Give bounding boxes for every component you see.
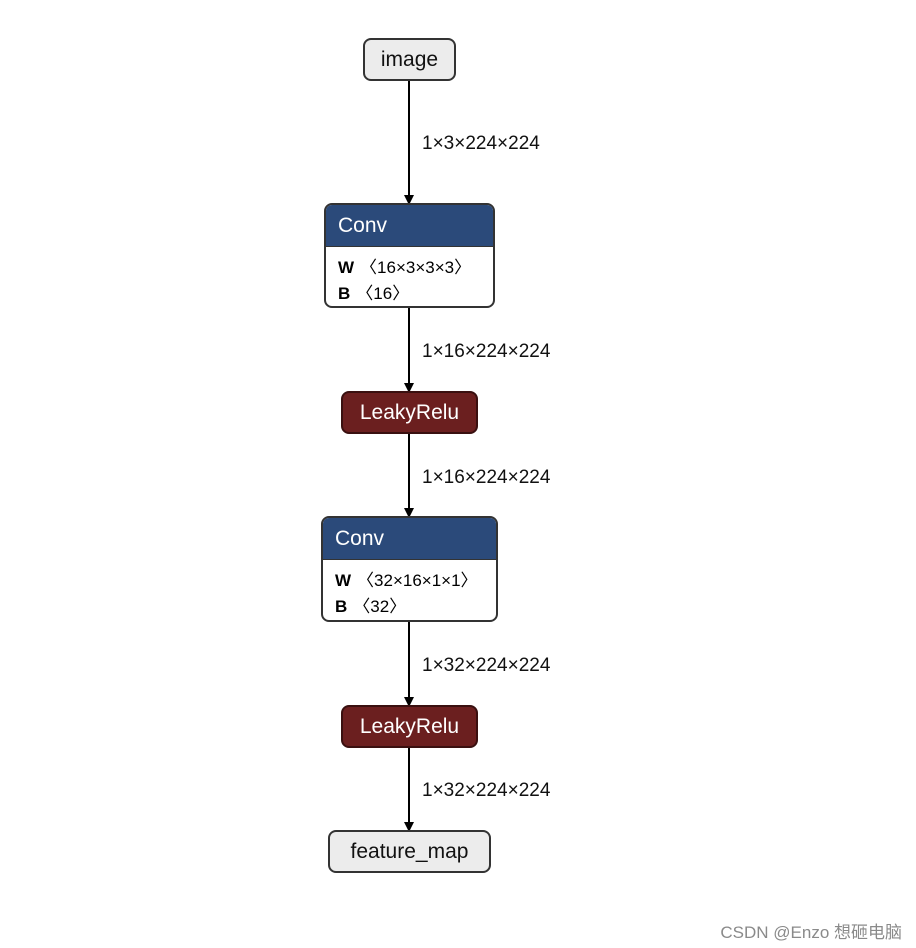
weight-attr-shape: 〈16×3×3×3〉 xyxy=(360,258,472,277)
weight-attr-shape: 〈32×16×1×1〉 xyxy=(357,571,478,590)
edge-label-2: 1×16×224×224 xyxy=(422,341,551,362)
bias-attr-row: B 〈32〉 xyxy=(335,594,496,620)
leakyrelu-node-2[interactable]: LeakyRelu xyxy=(341,705,478,748)
weight-attr-key: W xyxy=(338,258,355,277)
conv-node-attributes: W 〈32×16×1×1〉 B 〈32〉 xyxy=(323,560,496,620)
output-node-feature-map[interactable]: feature_map xyxy=(328,830,491,873)
edge-label-5: 1×32×224×224 xyxy=(422,780,551,801)
conv-node-header: Conv xyxy=(326,205,493,247)
leakyrelu-node-label: LeakyRelu xyxy=(359,715,460,738)
edge-label-1: 1×3×224×224 xyxy=(422,133,540,154)
weight-attr-row: W 〈16×3×3×3〉 xyxy=(338,255,493,281)
bias-attr-shape: 〈32〉 xyxy=(353,597,407,616)
conv-node-title: Conv xyxy=(335,527,385,550)
edge-label-4: 1×32×224×224 xyxy=(422,655,551,676)
bias-attr-shape: 〈16〉 xyxy=(356,284,410,303)
bias-attr-key: B xyxy=(335,597,348,616)
conv-node-attributes: W 〈16×3×3×3〉 B 〈16〉 xyxy=(326,247,493,306)
conv-node-header: Conv xyxy=(323,518,496,560)
conv-node-2[interactable]: Conv W 〈32×16×1×1〉 B 〈32〉 xyxy=(321,516,498,622)
weight-attr-key: W xyxy=(335,571,352,590)
leakyrelu-node-1[interactable]: LeakyRelu xyxy=(341,391,478,434)
input-node-label: image xyxy=(380,48,439,71)
bias-attr-row: B 〈16〉 xyxy=(338,281,493,306)
leakyrelu-node-label: LeakyRelu xyxy=(359,401,460,424)
weight-attr-row: W 〈32×16×1×1〉 xyxy=(335,568,496,594)
edge-label-3: 1×16×224×224 xyxy=(422,467,551,488)
output-node-label: feature_map xyxy=(350,840,469,863)
watermark-text: CSDN @Enzo 想砸电脑 xyxy=(720,923,902,942)
input-node-image[interactable]: image xyxy=(363,38,456,81)
conv-node-title: Conv xyxy=(338,214,388,237)
conv-node-1[interactable]: Conv W 〈16×3×3×3〉 B 〈16〉 xyxy=(324,203,495,308)
bias-attr-key: B xyxy=(338,284,351,303)
